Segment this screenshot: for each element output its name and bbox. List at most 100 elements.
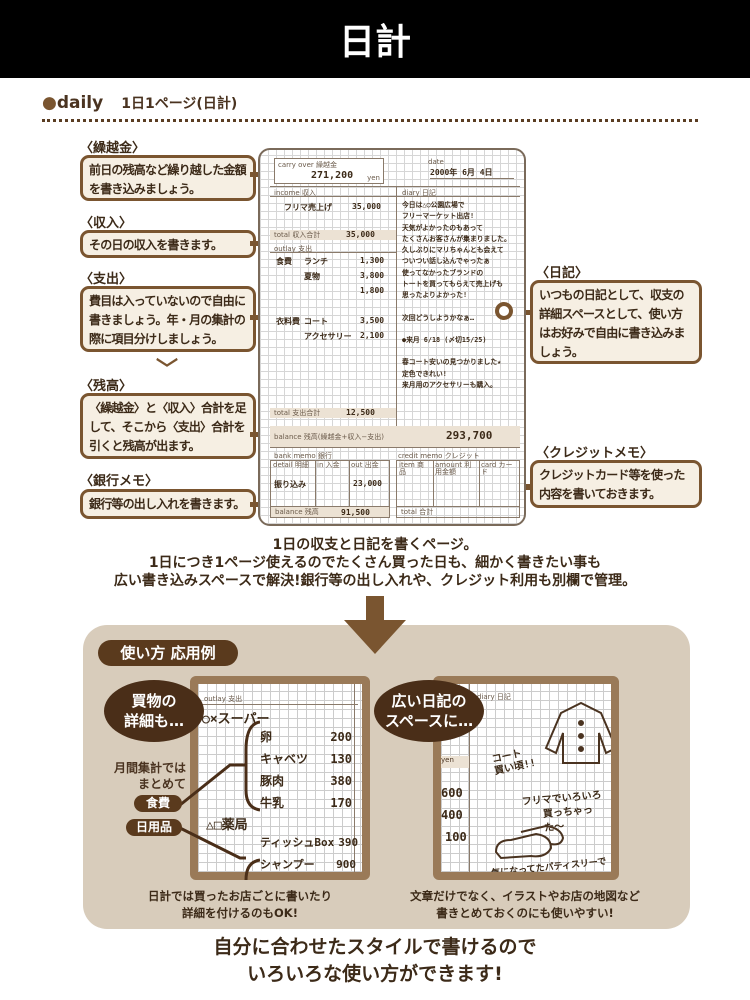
amount: 100	[445, 830, 467, 844]
item-row: 卵 200	[260, 726, 352, 748]
bank-balance-label: balance 残高	[275, 508, 319, 516]
item-name: キャベツ	[260, 752, 309, 766]
outlay-value: 2,100	[360, 331, 385, 340]
callout-heading: 〈収入〉	[80, 216, 133, 231]
tag-food: 食費	[134, 795, 182, 812]
coat-icon	[544, 701, 611, 764]
yen-label: yen	[441, 756, 469, 768]
diary-line: 思ったよりよかった!	[402, 291, 468, 300]
diary-line: 使ってなかったブランドの	[402, 268, 484, 277]
carry-over-field: carry over 繰越金 271,200 yen	[274, 158, 384, 184]
credit-total-label: total 合計	[401, 508, 434, 516]
date-value: 2000年 6月 4日	[430, 167, 514, 179]
callout-income: その日の収入を書きます。	[80, 230, 256, 258]
caption-line: 日計では買ったお店ごとに書いたり	[148, 889, 332, 903]
bank-detail: 振り込み	[274, 480, 306, 489]
diary-line: 次回どうしようかなぁ…	[402, 313, 475, 322]
outlay-total-row: total 支出合計 12,500	[270, 408, 396, 418]
balance-label: balance 残高(繰越金+収入−支出)	[274, 433, 384, 441]
item-name: 卵	[260, 730, 273, 744]
description-line: 1日の収支と日記を書くページ。	[272, 537, 478, 553]
outlay-header: outlay 支出	[204, 695, 243, 703]
store-name: △□薬局	[206, 818, 248, 833]
item-name: 化粧水	[260, 876, 293, 880]
diary-line: 今日は△○公園広場で	[402, 201, 465, 209]
col-header: card カード	[481, 461, 513, 476]
diary-line: 春コート安いの見つかりました★	[402, 358, 502, 367]
carry-over-label: carry over 繰越金	[278, 161, 337, 169]
item-row: シャンプー 900	[260, 854, 356, 872]
income-label: income 収入	[274, 189, 316, 197]
monthly-note: 月間集計ではまとめて	[104, 760, 186, 792]
chevron-down-icon: ﹀	[156, 358, 179, 383]
bank-memo-table: detail 明細 in 入金 out 出金 振り込み 23,000 balan…	[270, 460, 390, 518]
right-caption: 文章だけでなく、イラストやお店の地図など書きとめておくのにも使いやすい!	[380, 888, 670, 922]
item-price: 130	[330, 752, 352, 766]
callout-heading: 〈銀行メモ〉	[80, 474, 159, 489]
outlay-item: ランチ	[304, 257, 328, 266]
footer-line: 自分に合わせたスタイルで書けるので	[213, 936, 537, 958]
diary-text: 今日は△○公園広場でフリーマーケット出店!天気がよかったのもあってたくさんお客さ…	[402, 200, 524, 391]
outlay-cat: 食費	[276, 257, 292, 266]
col-header: item 商品	[399, 461, 425, 476]
diary-line: 来月用のアクセサリーも購入。	[402, 380, 497, 389]
item-price: 900	[336, 858, 356, 871]
item-price: 200	[330, 730, 352, 744]
item-row: 牛乳 170	[260, 792, 352, 814]
description-line: 広い書き込みスペースで解決!銀行等の出し入れや、クレジット利用も別欄で管理。	[113, 573, 637, 589]
balance-value: 293,700	[446, 429, 493, 442]
callout-heading: 〈クレジットメモ〉	[536, 446, 654, 461]
note-line: 月間集計では	[113, 761, 186, 775]
income-value: 35,000	[352, 202, 381, 211]
col-header: out 出金	[351, 461, 379, 469]
outlay-item: 夏物	[304, 272, 320, 281]
diary-line: ついつい話し込んでゃったぁ	[402, 257, 491, 266]
outlay-total-value: 12,500	[346, 408, 375, 417]
bank-memo-label: bank memo 銀行	[274, 452, 332, 460]
outlay-item: アクセサリー	[304, 332, 352, 341]
caption-line: 詳細を付けるのもOK!	[182, 906, 298, 920]
item-row: キャベツ 130	[260, 748, 352, 770]
callout-heading: 〈日記〉	[536, 266, 589, 281]
date-label: date	[428, 158, 444, 166]
income-total-label: total 収入合計	[274, 231, 321, 239]
diary-label: diary 日記	[402, 189, 436, 197]
outlay-row: 食費 ランチ 1,300	[276, 256, 394, 271]
diary-line: フリーマーケット出店!	[402, 212, 475, 221]
item-price: 170	[330, 796, 352, 810]
store-items: ティッシュBox390シャンプー900化粧水1,000	[260, 832, 358, 880]
diary-line: トートを買ってもらえて売上げも	[402, 280, 503, 289]
callout-heading: 〈支出〉	[80, 272, 133, 287]
outlay-value: 1,300	[360, 256, 385, 265]
outlay-row: 1,800	[276, 286, 394, 316]
description: 1日の収支と日記を書くページ。 1日につき1ページ使えるのでたくさん買った日も、…	[0, 536, 750, 590]
callout-carry-over: 前日の残高など繰り越した金額を書き込みましょう。	[80, 155, 256, 201]
bubble-line: 広い日記の	[391, 692, 467, 710]
income-total-value: 35,000	[346, 230, 375, 239]
carry-over-value: 271,200	[311, 170, 354, 181]
bank-out: 23,000	[353, 479, 382, 488]
credit-memo-table: item 商品 amount 利用金額 card カード total 合計	[396, 460, 520, 518]
diary-line: たくさんお客さんが集まりました。	[402, 234, 511, 243]
bubble-line: 詳細も…	[123, 712, 184, 730]
footer-line: いろいろな使い方ができます!	[247, 963, 503, 985]
callout-balance: 〈繰越金〉と〈収入〉合計を足して、そこから〈支出〉合計を引くと残高が出ます。	[80, 393, 256, 459]
callout-diary: いつもの日記として、収支の詳細スペースとして、使い方はお好みで自由に書き込みまし…	[530, 280, 702, 364]
item-name: シャンプー	[260, 858, 315, 871]
outlay-value: 3,500	[360, 316, 385, 325]
examples-title: 使い方 応用例	[98, 640, 238, 666]
income-total-row: total 収入合計 35,000	[270, 230, 396, 240]
page-header: 日計	[0, 0, 750, 78]
amount: 400	[441, 808, 463, 822]
caption-line: 書きとめておくのにも使いやすい!	[436, 906, 614, 920]
section-subtitle: 1日1ページ(日計)	[121, 96, 238, 112]
item-row: 化粧水1,000	[260, 876, 356, 880]
item-name: 牛乳	[260, 796, 285, 810]
diary-header: diary 日記	[477, 693, 511, 701]
